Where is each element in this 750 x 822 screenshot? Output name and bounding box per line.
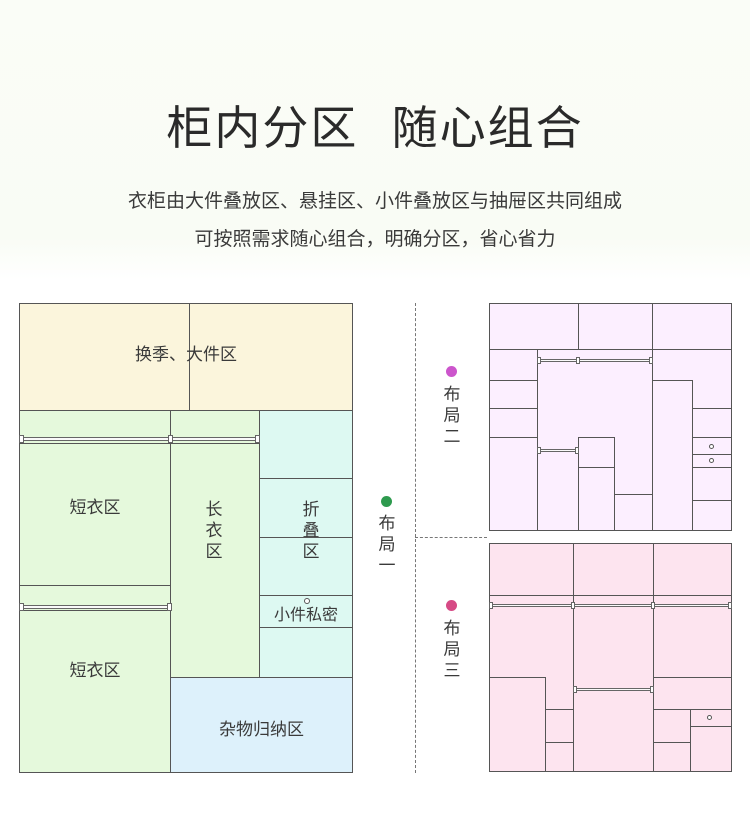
- zone-storage-label: 杂物归纳区: [219, 720, 304, 740]
- zone-fold: [259, 410, 353, 678]
- header-banner: [0, 0, 750, 280]
- hanging-rod: [574, 688, 653, 691]
- hanging-rod: [538, 359, 652, 362]
- zone-seasonal-label: 换季、大件区: [135, 345, 237, 365]
- drawer-knob: [709, 458, 714, 463]
- zone-short-top-label: 短衣区: [69, 498, 121, 518]
- layout-two-label: 布局二: [443, 385, 461, 447]
- drawer-knob: [304, 598, 310, 604]
- zone-storage: [170, 677, 353, 773]
- zone-long-label: 长衣区: [205, 500, 223, 562]
- divider-vertical: [415, 303, 416, 773]
- subtitle-line-1: 衣柜由大件叠放区、悬挂区、小件叠放区与抽屉区共同组成: [127, 190, 622, 212]
- zone-seasonal: [19, 303, 353, 411]
- layout-two-dot: [446, 366, 457, 377]
- hanging-rod: [20, 605, 170, 609]
- zone-short-bottom-label: 短衣区: [69, 661, 121, 681]
- layout-one-label: 布局一: [378, 514, 396, 576]
- zone-fold-label: 折叠区: [302, 500, 320, 562]
- subtitle-line-2: 可按照需求随心组合，明确分区，省心省力: [194, 228, 556, 250]
- divider-horizontal: [415, 537, 487, 538]
- hanging-rod: [490, 604, 731, 607]
- layout-three-dot: [446, 600, 457, 611]
- zone-short-column: [19, 410, 171, 773]
- zone-private-label: 小件私密: [273, 605, 338, 624]
- hanging-rod: [538, 449, 578, 452]
- layout-one-dot: [381, 496, 392, 507]
- page-title: 柜内分区 随心组合: [166, 101, 584, 155]
- hanging-rod: [20, 437, 258, 441]
- drawer-knob: [709, 444, 714, 449]
- drawer-knob: [707, 715, 712, 720]
- layout-three-label: 布局三: [443, 619, 461, 681]
